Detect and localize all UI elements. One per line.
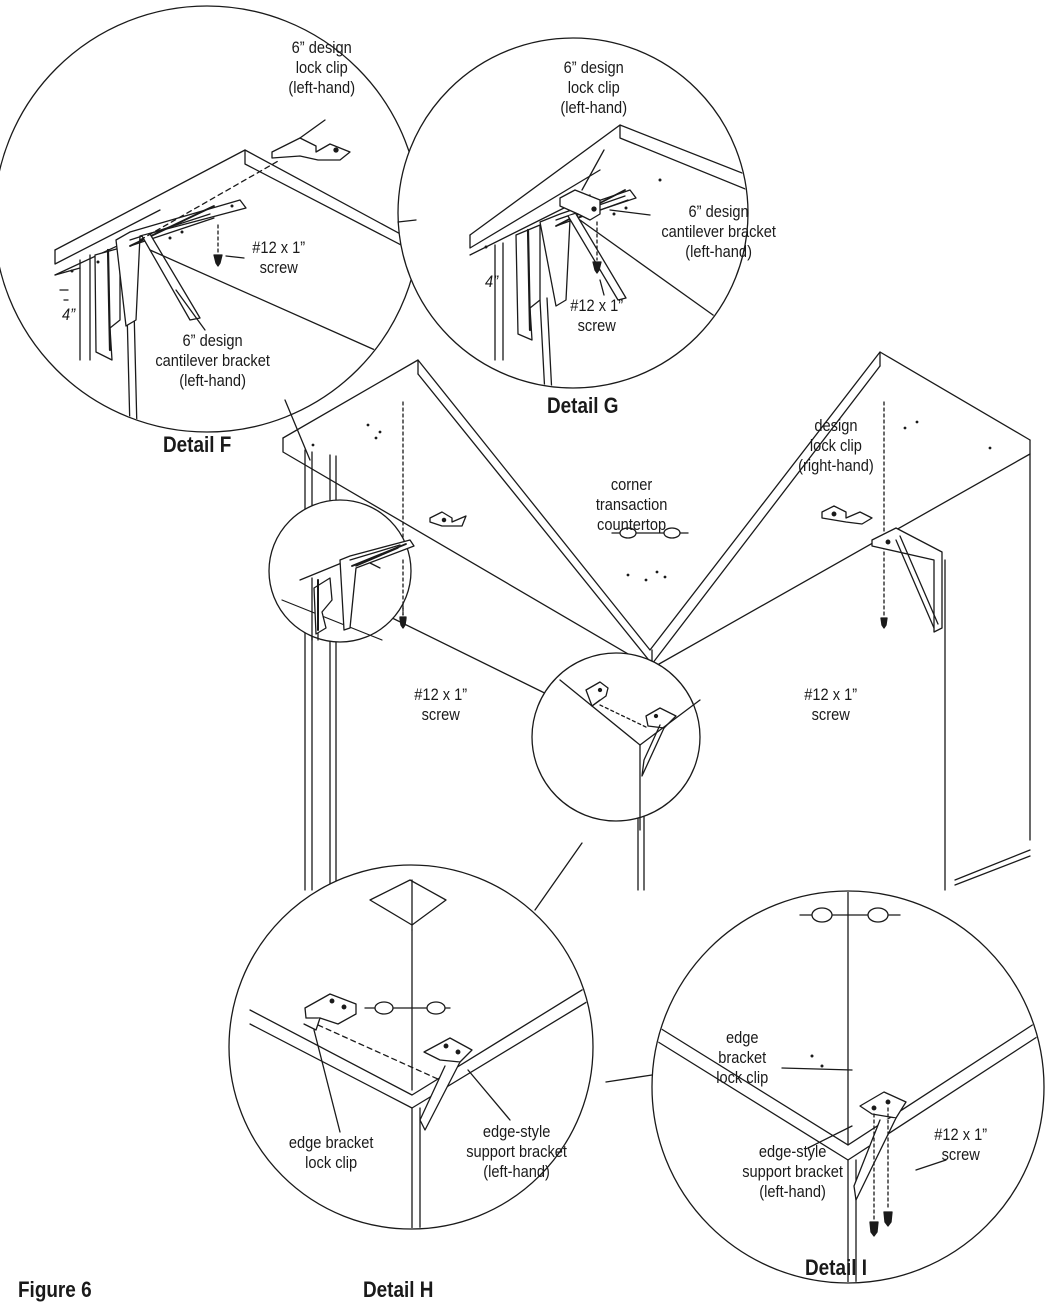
detail-g — [397, 37, 749, 389]
detail-i — [651, 890, 1045, 1284]
detail-h — [228, 864, 594, 1230]
label-g-screw: #12 x 1”screw — [570, 296, 624, 335]
figure-label: Figure 6 — [18, 1277, 92, 1302]
detail-f — [0, 5, 421, 433]
label-main-screw-right: #12 x 1”screw — [804, 685, 858, 724]
corner-edge-bracket — [531, 652, 701, 831]
detail-f-title: Detail F — [163, 432, 232, 457]
detail-h-title: Detail H — [363, 1277, 434, 1302]
right-lock-clip — [821, 505, 873, 525]
label-main-screw-left: #12 x 1”screw — [414, 685, 468, 724]
callout-connectors — [284, 219, 653, 1083]
right-cantilever-bracket — [871, 527, 943, 633]
label-f-dim: 4” — [62, 305, 76, 324]
base-cabinet-panels — [304, 449, 1031, 891]
detail-g-title: Detail G — [547, 393, 619, 418]
left-callout-circle — [268, 499, 467, 643]
label-f-screw: #12 x 1”screw — [252, 238, 306, 277]
label-g-dim: 4” — [485, 272, 499, 291]
detail-i-title: Detail I — [805, 1255, 868, 1280]
label-i-screw: #12 x 1”screw — [934, 1125, 988, 1164]
